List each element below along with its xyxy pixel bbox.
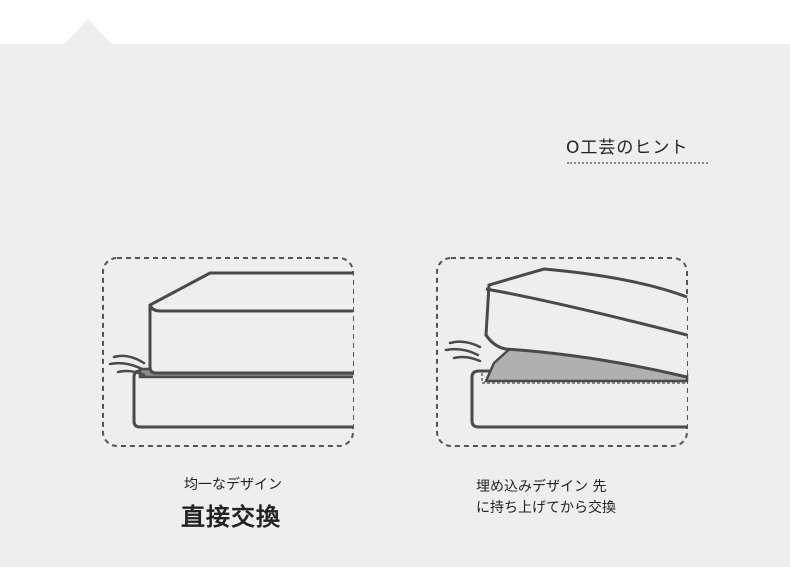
right-caption-line2: に持ち上げてから交換 (476, 500, 616, 516)
embedded-design-illustration (434, 255, 694, 450)
lifted-block (484, 267, 688, 379)
hint-underline (567, 162, 708, 164)
dashed-frame (102, 257, 354, 447)
left-caption-small: 均一なデザイン (184, 477, 282, 493)
right-caption-line1: 埋め込みデザイン 先 (476, 479, 607, 495)
base-block (132, 369, 353, 429)
right-caption: 埋め込みデザイン 先 に持ち上げてから交換 (476, 477, 616, 519)
left-caption-big: 直接交換 (181, 503, 281, 531)
tab-pointer (64, 19, 112, 44)
pull-arrows-icon (444, 340, 482, 363)
dashed-frame (436, 257, 688, 447)
pull-arrows-icon (108, 354, 146, 377)
hint-title: O工芸のヒント (566, 138, 689, 158)
base-block (470, 369, 687, 429)
top-block (148, 271, 353, 375)
flush-design-illustration (100, 255, 360, 450)
